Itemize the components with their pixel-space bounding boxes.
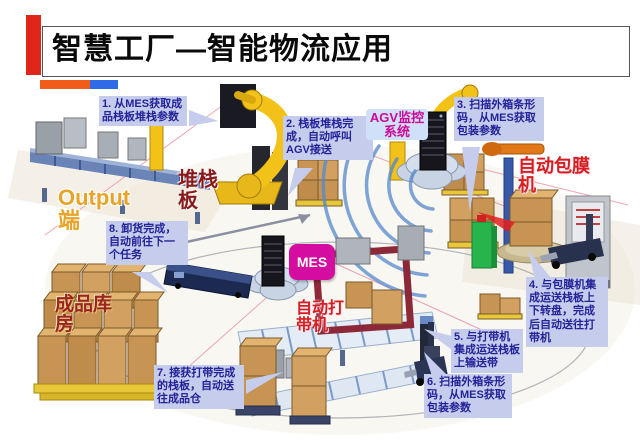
- pallet-truck-right: [540, 214, 604, 269]
- auto-wrapping-machine-label: 自动包膜机: [518, 156, 590, 195]
- callout-8: 8. 卸货完成，自动前往下一个任务: [106, 221, 188, 265]
- safety-column: [471, 215, 497, 269]
- callout-6: 6. 扫描外箱条形码，从MES获取包装参数: [424, 374, 512, 418]
- warehouse-box-stack: [33, 263, 165, 401]
- auto-strapping-machine-label: 自动打带机: [296, 300, 345, 334]
- output-station-label: Output 端: [58, 185, 131, 234]
- title-box: 智慧工厂—智能物流应用: [42, 26, 630, 77]
- wrapping-machine: [478, 142, 570, 274]
- pallet-stacking-label: 堆栈板: [178, 169, 218, 212]
- agv-vehicle: [163, 261, 253, 299]
- callout-2: 2. 栈板堆栈完成，自动呼叫AGV接送: [283, 116, 373, 160]
- title-underline-blue: [90, 80, 118, 89]
- output-conveyor: [30, 117, 406, 224]
- callout-4: 4. 与包膜机集成运送栈板上下转盘，完成后自动送往打带机: [526, 277, 608, 347]
- finished-pallet-stacks: [235, 337, 333, 425]
- callout-1: 1. 从MES获取成品栈板堆栈参数: [99, 96, 187, 127]
- agv-monitor-label: AGV监控系统: [366, 109, 428, 141]
- finished-goods-warehouse-label: 成品库房: [55, 294, 113, 335]
- page-title: 智慧工厂—智能物流应用: [52, 33, 393, 66]
- callout-tails: [132, 110, 552, 394]
- mes-label: MES: [289, 244, 335, 280]
- palletizing-robot-arm: [211, 84, 293, 205]
- title-accent-bar: [26, 15, 41, 75]
- agv-monitor-server: [396, 111, 467, 190]
- title-underline-orange: [40, 80, 90, 89]
- callout-7: 7. 接获打带完成的栈板，自动送往成品仓: [154, 365, 244, 409]
- callout-5: 5. 与打带机集成运送栈板上输送带: [451, 329, 523, 373]
- callout-3: 3. 扫描外箱条形码，从MES获取包装参数: [454, 97, 544, 141]
